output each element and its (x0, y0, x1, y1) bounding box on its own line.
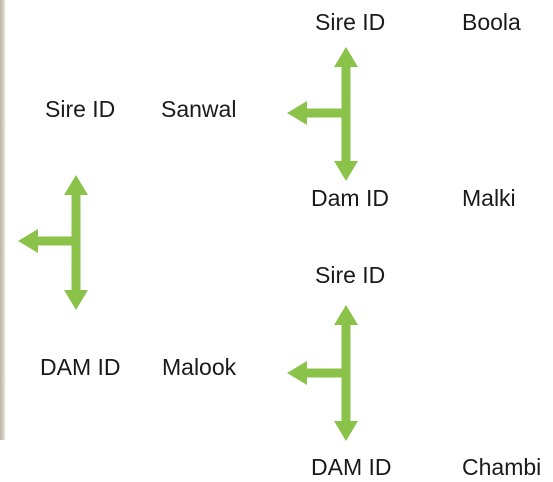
paternal-grandsire-name: Boola (462, 9, 521, 35)
parent-sire-name: Sanwal (161, 96, 237, 122)
sire-branch-arrow (287, 47, 358, 181)
root-branch-arrow (18, 175, 88, 310)
background-photo-edge (0, 0, 6, 440)
maternal-granddam-name: Chambi (462, 454, 542, 480)
dam-branch-arrow (287, 305, 358, 441)
paternal-granddam-name: Malki (462, 185, 516, 211)
maternal-granddam-label: DAM ID (311, 454, 392, 480)
parent-dam-label: DAM ID (40, 354, 121, 380)
paternal-granddam-label: Dam ID (311, 185, 389, 211)
parent-sire-label: Sire ID (45, 96, 116, 122)
parent-dam-name: Malook (162, 354, 237, 380)
paternal-grandsire-label: Sire ID (315, 9, 386, 35)
maternal-grandsire-label: Sire ID (315, 262, 386, 288)
